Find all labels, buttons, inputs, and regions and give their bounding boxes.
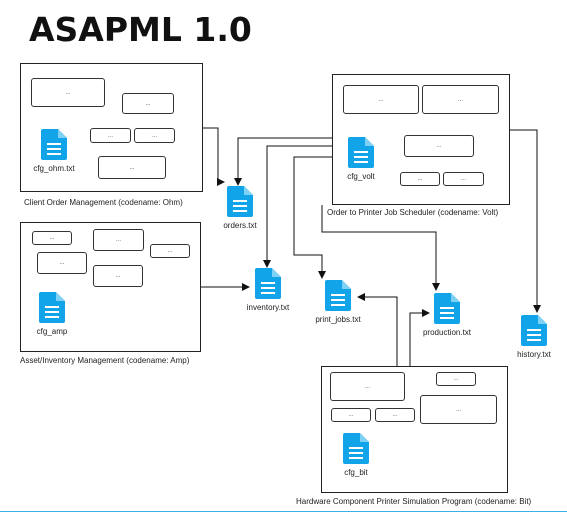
placeholder-box: ...: [98, 156, 166, 179]
placeholder-box: ...: [343, 85, 419, 114]
connector-volt-history: [510, 129, 541, 313]
placeholder-box: ...: [443, 172, 484, 186]
connector-bit-print-jobs: [357, 293, 398, 366]
connector-bit-production: [409, 309, 430, 366]
connector-volt-orders: [234, 137, 332, 186]
file-icon: [41, 129, 67, 160]
placeholder-box: ...: [400, 172, 440, 186]
placeholder-box: ...: [37, 252, 87, 274]
file-cfg-amp: cfg_amp: [24, 292, 80, 336]
file-icon: [434, 293, 460, 324]
system-label-amp: Asset/Inventory Management (codename: Am…: [20, 356, 190, 365]
file-icon: [325, 280, 351, 311]
page-title: ASAPML 1.0: [29, 10, 252, 49]
file-icon: [255, 268, 281, 299]
file-name: history.txt: [517, 350, 551, 359]
file-print-jobs: print_jobs.txt: [310, 280, 366, 324]
file-name: orders.txt: [223, 221, 257, 230]
placeholder-box: ...: [150, 244, 190, 258]
connector-ohm-orders: [203, 127, 225, 186]
placeholder-box: ...: [404, 135, 474, 157]
file-cfg-volt: cfg_volt: [333, 137, 389, 181]
file-inventory: inventory.txt: [240, 268, 296, 312]
file-name: cfg_ohm.txt: [33, 164, 75, 173]
file-cfg-bit: cfg_bit: [328, 433, 384, 477]
file-production: production.txt: [419, 293, 475, 337]
bottom-accent-line: [0, 511, 567, 512]
file-name: cfg_volt: [347, 172, 375, 181]
file-name: inventory.txt: [246, 303, 290, 312]
placeholder-box: ...: [134, 128, 175, 143]
connector-volt-production: [321, 205, 440, 291]
placeholder-box: ...: [436, 372, 476, 386]
file-name: production.txt: [422, 328, 472, 337]
file-name: cfg_bit: [344, 468, 368, 477]
file-name: cfg_amp: [36, 327, 68, 336]
placeholder-box: ...: [93, 265, 143, 287]
placeholder-box: ...: [331, 408, 371, 422]
file-icon: [227, 186, 253, 217]
placeholder-box: ...: [31, 78, 105, 107]
placeholder-box: ...: [375, 408, 415, 422]
file-icon: [521, 315, 547, 346]
placeholder-box: ...: [422, 85, 499, 114]
file-icon: [343, 433, 369, 464]
file-icon: [348, 137, 374, 168]
placeholder-box: ...: [122, 93, 174, 114]
file-name: print_jobs.txt: [315, 315, 361, 324]
placeholder-box: ...: [93, 229, 144, 251]
placeholder-box: ...: [420, 395, 497, 424]
system-label-volt: Order to Printer Job Scheduler (codename…: [327, 208, 499, 217]
file-orders: orders.txt: [212, 186, 268, 230]
file-cfg-ohm: cfg_ohm.txt: [26, 129, 82, 173]
placeholder-box: ...: [330, 372, 405, 401]
placeholder-box: ...: [32, 231, 72, 245]
system-label-ohm: Client Order Management (codename: Ohm): [24, 198, 183, 207]
connector-volt-print-jobs: [293, 156, 332, 279]
system-label-bit: Hardware Component Printer Simulation Pr…: [296, 497, 532, 506]
file-icon: [39, 292, 65, 323]
placeholder-box: ...: [90, 128, 131, 143]
connector-volt-inventory: [263, 145, 332, 268]
file-history: history.txt: [506, 315, 562, 359]
